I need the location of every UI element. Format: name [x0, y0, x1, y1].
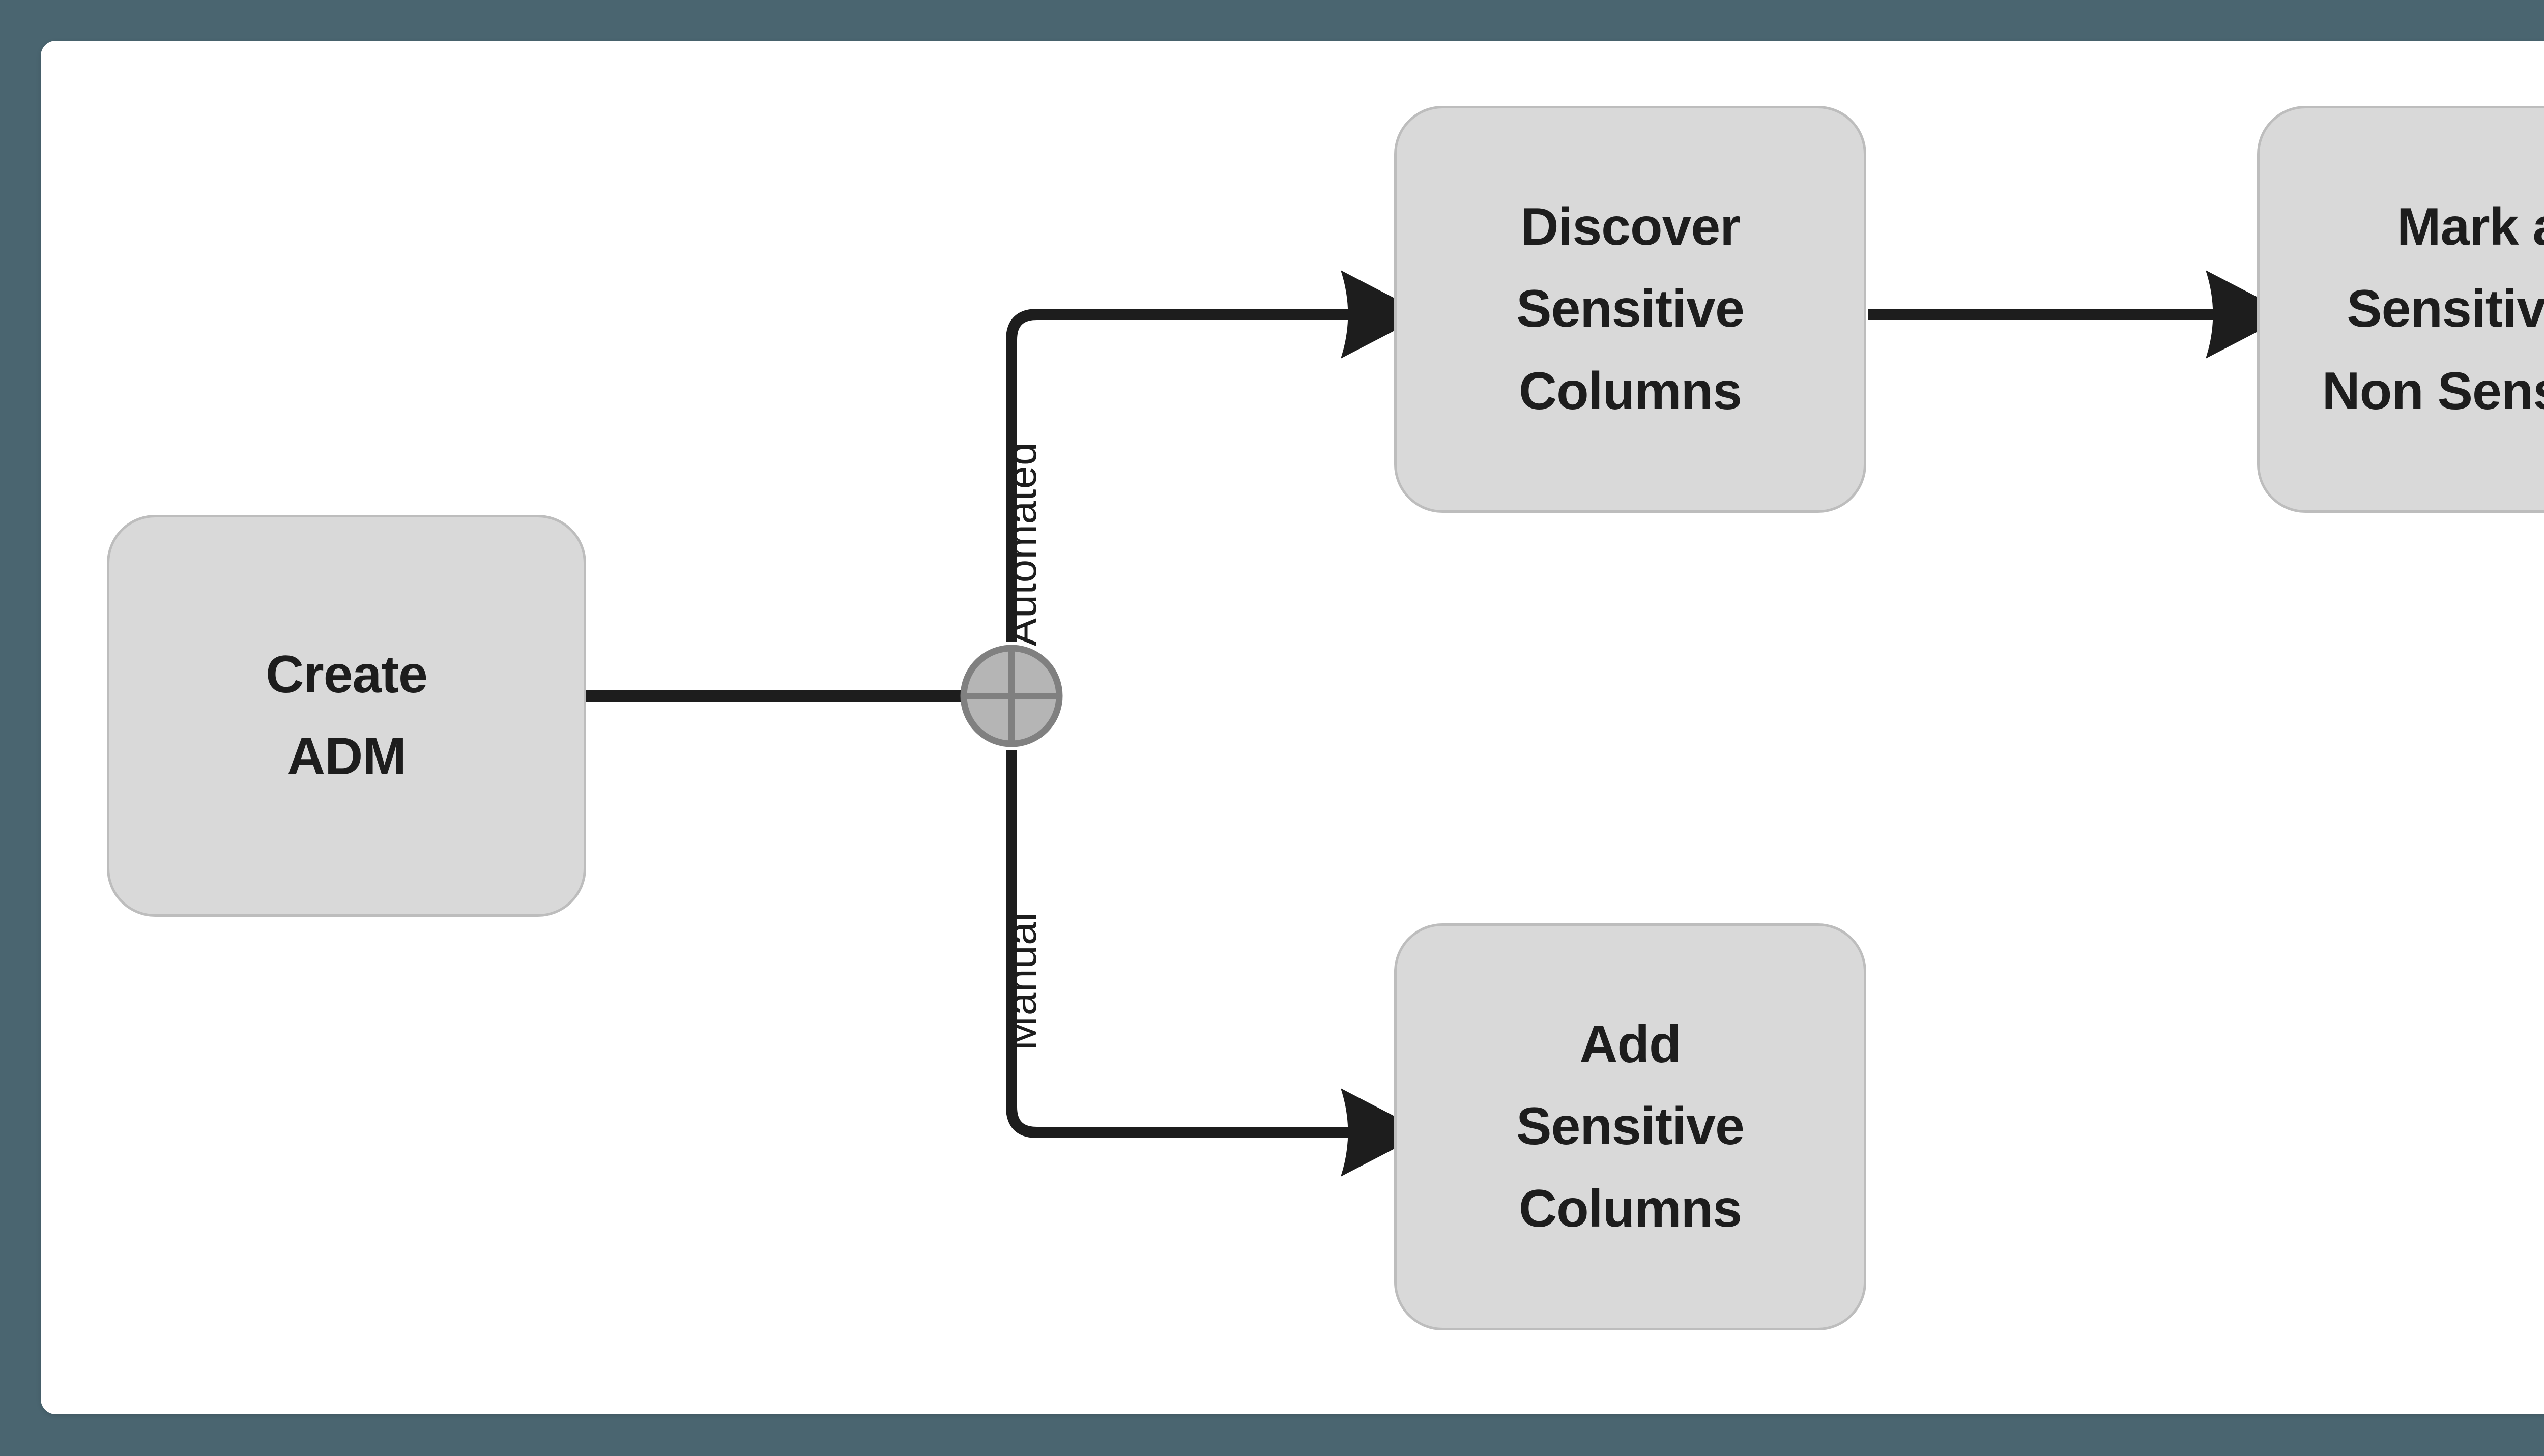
- node-mark-line-1: Mark as: [2396, 197, 2544, 257]
- node-discover-line-1: Discover: [1520, 197, 1740, 257]
- node-create-adm[interactable]: Create ADM: [107, 515, 586, 917]
- node-add-line-3: Columns: [1519, 1179, 1742, 1238]
- node-add-line-1: Add: [1579, 1015, 1681, 1074]
- node-add-line-2: Sensitive: [1516, 1097, 1745, 1156]
- node-add-sensitive-columns[interactable]: Add Sensitive Columns: [1394, 923, 1866, 1330]
- node-create-adm-line-2: ADM: [287, 727, 407, 786]
- edge-label-manual: Manual: [999, 912, 1045, 1051]
- node-create-adm-line-1: Create: [266, 645, 428, 704]
- edge-label-automated: Automated: [999, 442, 1045, 646]
- node-discover-line-3: Columns: [1519, 361, 1742, 421]
- node-mark-line-2: Sensitive or: [2347, 279, 2544, 339]
- node-discover-line-2: Sensitive: [1516, 279, 1745, 339]
- node-mark-line-3: Non Sensitive: [2322, 361, 2544, 421]
- node-mark-as-sensitive[interactable]: Mark as Sensitive or Non Sensitive: [2257, 106, 2544, 513]
- junction-crosshair-icon[interactable]: [959, 643, 1064, 749]
- node-discover-sensitive-columns[interactable]: Discover Sensitive Columns: [1394, 106, 1866, 513]
